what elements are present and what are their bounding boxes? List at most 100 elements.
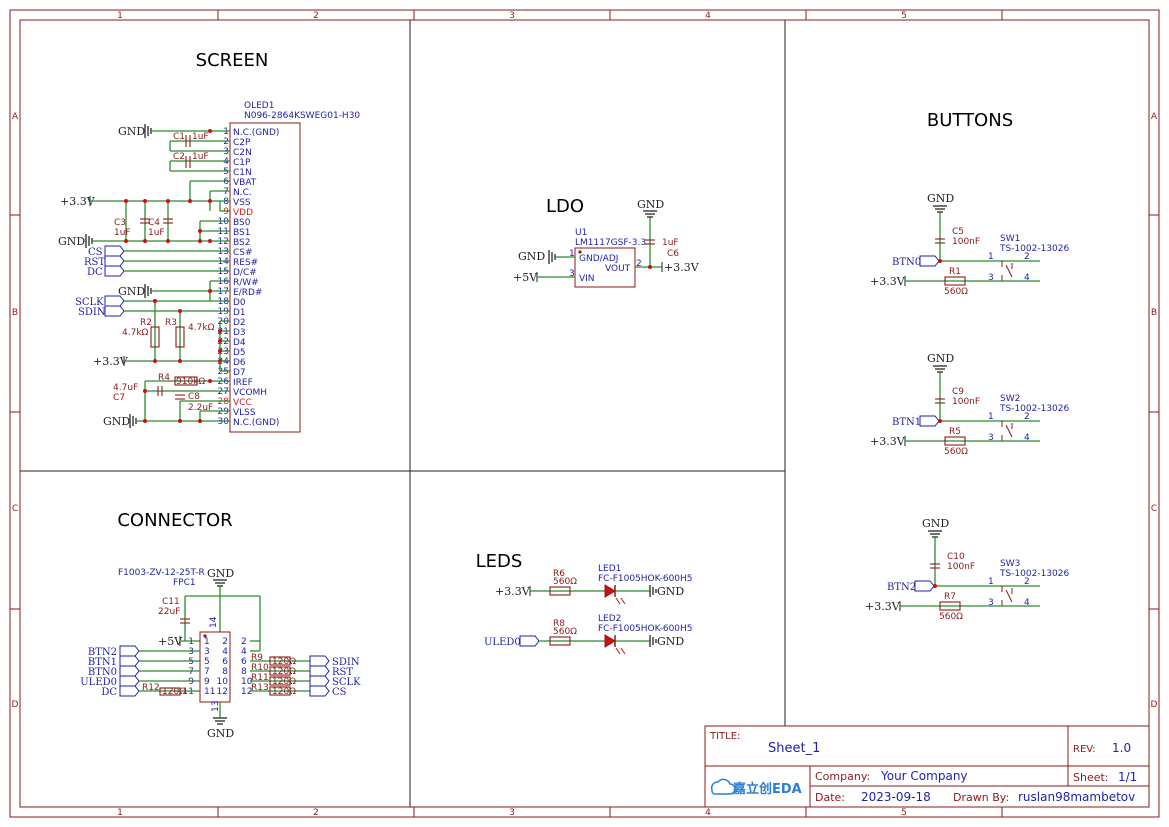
svg-text:SCLK: SCLK xyxy=(75,297,104,308)
row-label: B xyxy=(1151,308,1157,318)
company-label: Company: xyxy=(815,770,870,783)
btn-net-label: BTN0 xyxy=(892,257,921,268)
gnd-label: GND xyxy=(118,285,145,298)
ldo-pin-vout: VOUT xyxy=(605,264,631,274)
oled-pin-name: C1P xyxy=(233,158,251,168)
col-label: 2 xyxy=(313,11,319,21)
date-label: Date: xyxy=(815,791,845,804)
gnd-label: GND xyxy=(518,250,545,263)
switch-part: TS-1002-13026 xyxy=(999,569,1070,579)
row-label: B xyxy=(12,308,18,318)
gnd-label: GND xyxy=(927,192,954,205)
date-value: 2023-09-18 xyxy=(861,790,931,804)
net-port-cs: CS xyxy=(88,245,125,258)
svg-text:BTN2: BTN2 xyxy=(88,647,117,658)
oled-pin-number: 16 xyxy=(218,277,230,287)
net-port-btn2: BTN2 xyxy=(88,645,200,658)
oled-pin-number: 22 xyxy=(218,337,229,347)
svg-text:RST: RST xyxy=(84,257,105,268)
r12-value: 120Ω xyxy=(162,687,186,697)
oled-pin-number: 1 xyxy=(223,127,229,137)
section-title-connector: CONNECTOR xyxy=(117,510,232,531)
gnd-label: GND xyxy=(657,635,684,648)
oled-pin-number: 12 xyxy=(218,237,229,247)
v33-label: +3.3V xyxy=(93,355,129,368)
fpc-pin13: 13 xyxy=(211,701,221,712)
rev-value: 1.0 xyxy=(1112,741,1131,755)
res-ref: R5 xyxy=(949,427,961,437)
c6-value: 1uF xyxy=(662,238,679,248)
cloud-logo-icon xyxy=(710,778,736,795)
svg-text:7: 7 xyxy=(188,667,194,677)
oled-pin-name: VBAT xyxy=(233,178,257,188)
svg-text:2: 2 xyxy=(1024,412,1030,422)
oled-pin-name: D3 xyxy=(233,328,246,338)
net-port-sdin: SDIN xyxy=(78,305,125,318)
oled-pin-name: CS# xyxy=(233,248,253,258)
svg-text:R13: R13 xyxy=(251,683,269,693)
col-label: 4 xyxy=(705,808,711,818)
inner-frame xyxy=(19,19,1150,808)
svg-text:ULED0: ULED0 xyxy=(484,637,521,648)
svg-text:CS: CS xyxy=(88,247,103,258)
oled-pin-number: 17 xyxy=(218,287,229,297)
ldo-section: U1 LM1117GSF-3.3 GND/ADJ VOUT VIN 1 2 3 … xyxy=(513,198,700,288)
col-label: 5 xyxy=(901,808,907,818)
svg-text:4: 4 xyxy=(1024,433,1030,443)
svg-text:12: 12 xyxy=(241,687,252,697)
rev-label: REV: xyxy=(1073,744,1096,755)
row-label: D xyxy=(12,700,19,710)
fpc-pin-right: 6 xyxy=(222,657,228,667)
oled-pin-number: 14 xyxy=(218,257,230,267)
svg-text:SDIN: SDIN xyxy=(332,657,360,668)
oled-pin-name: VSS xyxy=(233,198,251,208)
btn-net-label: BTN1 xyxy=(892,417,921,428)
col-label: 4 xyxy=(705,11,711,21)
cap-value: 100nF xyxy=(947,562,975,572)
oled-pin-name: N.C. xyxy=(233,188,252,198)
svg-text:11: 11 xyxy=(183,687,194,697)
net-port-dc: DC xyxy=(101,685,200,698)
section-title-ldo: LDO xyxy=(546,196,584,217)
oled-pin-number: 15 xyxy=(218,267,229,277)
svg-text:10: 10 xyxy=(241,677,253,687)
row-label: A xyxy=(12,112,19,122)
oled-pin-number: 13 xyxy=(218,247,229,257)
gnd-label: GND xyxy=(922,517,949,530)
oled-pin-number: 24 xyxy=(218,357,230,367)
svg-text:5: 5 xyxy=(188,657,194,667)
cap-ref: C10 xyxy=(947,552,965,562)
ldo-pin2: 2 xyxy=(636,259,642,269)
svg-text:BTN1: BTN1 xyxy=(88,657,117,668)
svg-text:SDIN: SDIN xyxy=(78,307,106,318)
oled-pin-name: RES# xyxy=(233,258,258,268)
gnd-label: GND xyxy=(103,415,130,428)
v33-label: +3.3V xyxy=(865,600,901,613)
net-port-sclk: SCLK xyxy=(75,295,125,308)
svg-text:3: 3 xyxy=(988,598,994,608)
c3-value: 1uF xyxy=(114,228,131,238)
oled-pin-number: 25 xyxy=(218,367,229,377)
switch-ref: SW2 xyxy=(1000,394,1020,404)
oled-pin-number: 27 xyxy=(218,387,229,397)
oled-pin-number: 11 xyxy=(218,227,229,237)
svg-text:RST: RST xyxy=(332,667,353,678)
gnd-label: GND xyxy=(207,727,234,740)
section-title-screen: SCREEN xyxy=(196,50,269,71)
fpc-pin-right: 12 xyxy=(217,687,228,697)
gnd-label: GND xyxy=(637,198,664,211)
oled-pin-number: 21 xyxy=(218,327,229,337)
svg-text:1: 1 xyxy=(188,637,194,647)
oled-pin-name: D/C# xyxy=(233,268,257,278)
ldo-pin-gndadj: GND/ADJ xyxy=(579,254,618,264)
svg-text:120Ω: 120Ω xyxy=(272,667,296,677)
svg-text:3: 3 xyxy=(188,647,194,657)
oled-pin-number: 18 xyxy=(218,297,230,307)
